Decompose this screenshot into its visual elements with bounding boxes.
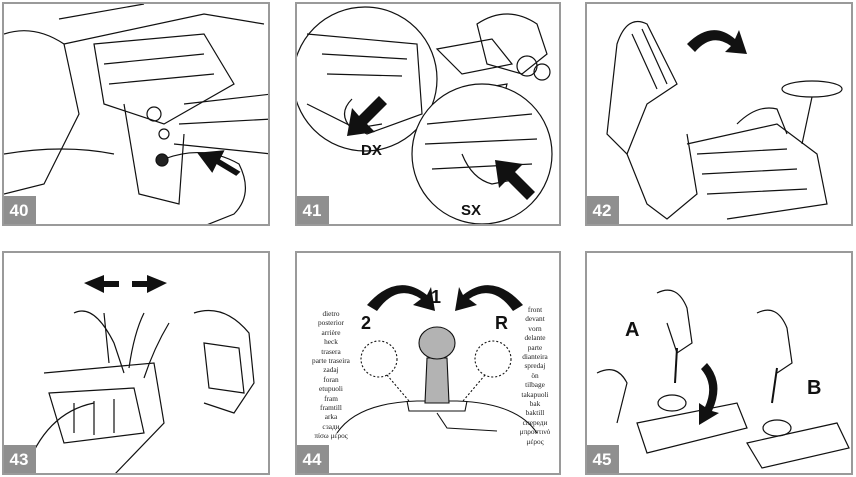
- illustration-42: [606, 20, 843, 220]
- illustration-45: [596, 289, 850, 469]
- illustration-41: [297, 6, 553, 224]
- illustration-40: [4, 4, 268, 224]
- front-word: спереди: [522, 417, 548, 427]
- position-2-label: 2: [361, 313, 372, 333]
- panel-number: 44: [297, 445, 329, 473]
- rear-word: trasera: [321, 346, 341, 356]
- panel-45: A B 45: [585, 251, 853, 475]
- front-word: μέρος: [526, 436, 544, 446]
- illustration-43: [24, 275, 255, 473]
- panel-40: 40: [2, 2, 270, 226]
- illustration-44: [336, 285, 538, 434]
- panel-number: 43: [4, 445, 36, 473]
- front-word: μπροστινό: [519, 427, 551, 437]
- front-word: bak: [529, 399, 541, 409]
- rear-words: dietro posterior arrière heck trasera pa…: [299, 309, 363, 441]
- front-word: vorn: [528, 323, 542, 333]
- sx-label: SX: [461, 202, 482, 219]
- rear-word: parte traseira: [312, 356, 350, 366]
- panel-number: 40: [4, 196, 36, 224]
- rear-word: fram: [324, 393, 338, 403]
- rear-word: arrière: [321, 327, 341, 337]
- rear-word: zadaj: [323, 365, 339, 375]
- panel-43: 43: [2, 251, 270, 475]
- rear-word: πίσω μέρος: [314, 431, 348, 441]
- rear-word: etupuoli: [319, 384, 343, 394]
- panel-number: 41: [297, 196, 329, 224]
- rear-word: dietro: [322, 309, 340, 318]
- panel-44: 1 2 R dietro posterior arrière heck tras…: [295, 251, 561, 475]
- front-words: front devant vorn delante parte dianteir…: [503, 305, 559, 446]
- panel-41: DX SX 41: [295, 2, 561, 226]
- front-word: devant: [525, 314, 545, 324]
- rear-word: arka: [324, 412, 338, 422]
- front-word: spredaj: [524, 361, 546, 371]
- step-a-label: A: [625, 319, 640, 341]
- step-b-label: B: [807, 377, 822, 399]
- dx-label: DX: [361, 142, 382, 159]
- rear-word: сзади: [322, 421, 340, 431]
- position-r-label: R: [495, 313, 508, 333]
- front-word: tilbage: [525, 380, 545, 390]
- front-word: dianteira: [522, 352, 548, 362]
- front-word: takapuoli: [521, 389, 549, 399]
- front-word: baktill: [525, 408, 545, 418]
- rear-word: framtill: [320, 403, 342, 413]
- front-word: parte: [527, 342, 543, 352]
- rear-word: foran: [323, 374, 339, 384]
- front-word: delante: [524, 333, 546, 343]
- panel-number: 45: [587, 445, 619, 473]
- rear-word: posterior: [318, 318, 344, 328]
- panel-number: 42: [587, 196, 619, 224]
- front-word: ön: [531, 370, 539, 380]
- position-1-label: 1: [431, 287, 442, 307]
- rear-word: heck: [324, 337, 338, 347]
- panel-42: 42: [585, 2, 853, 226]
- front-word: front: [527, 305, 543, 314]
